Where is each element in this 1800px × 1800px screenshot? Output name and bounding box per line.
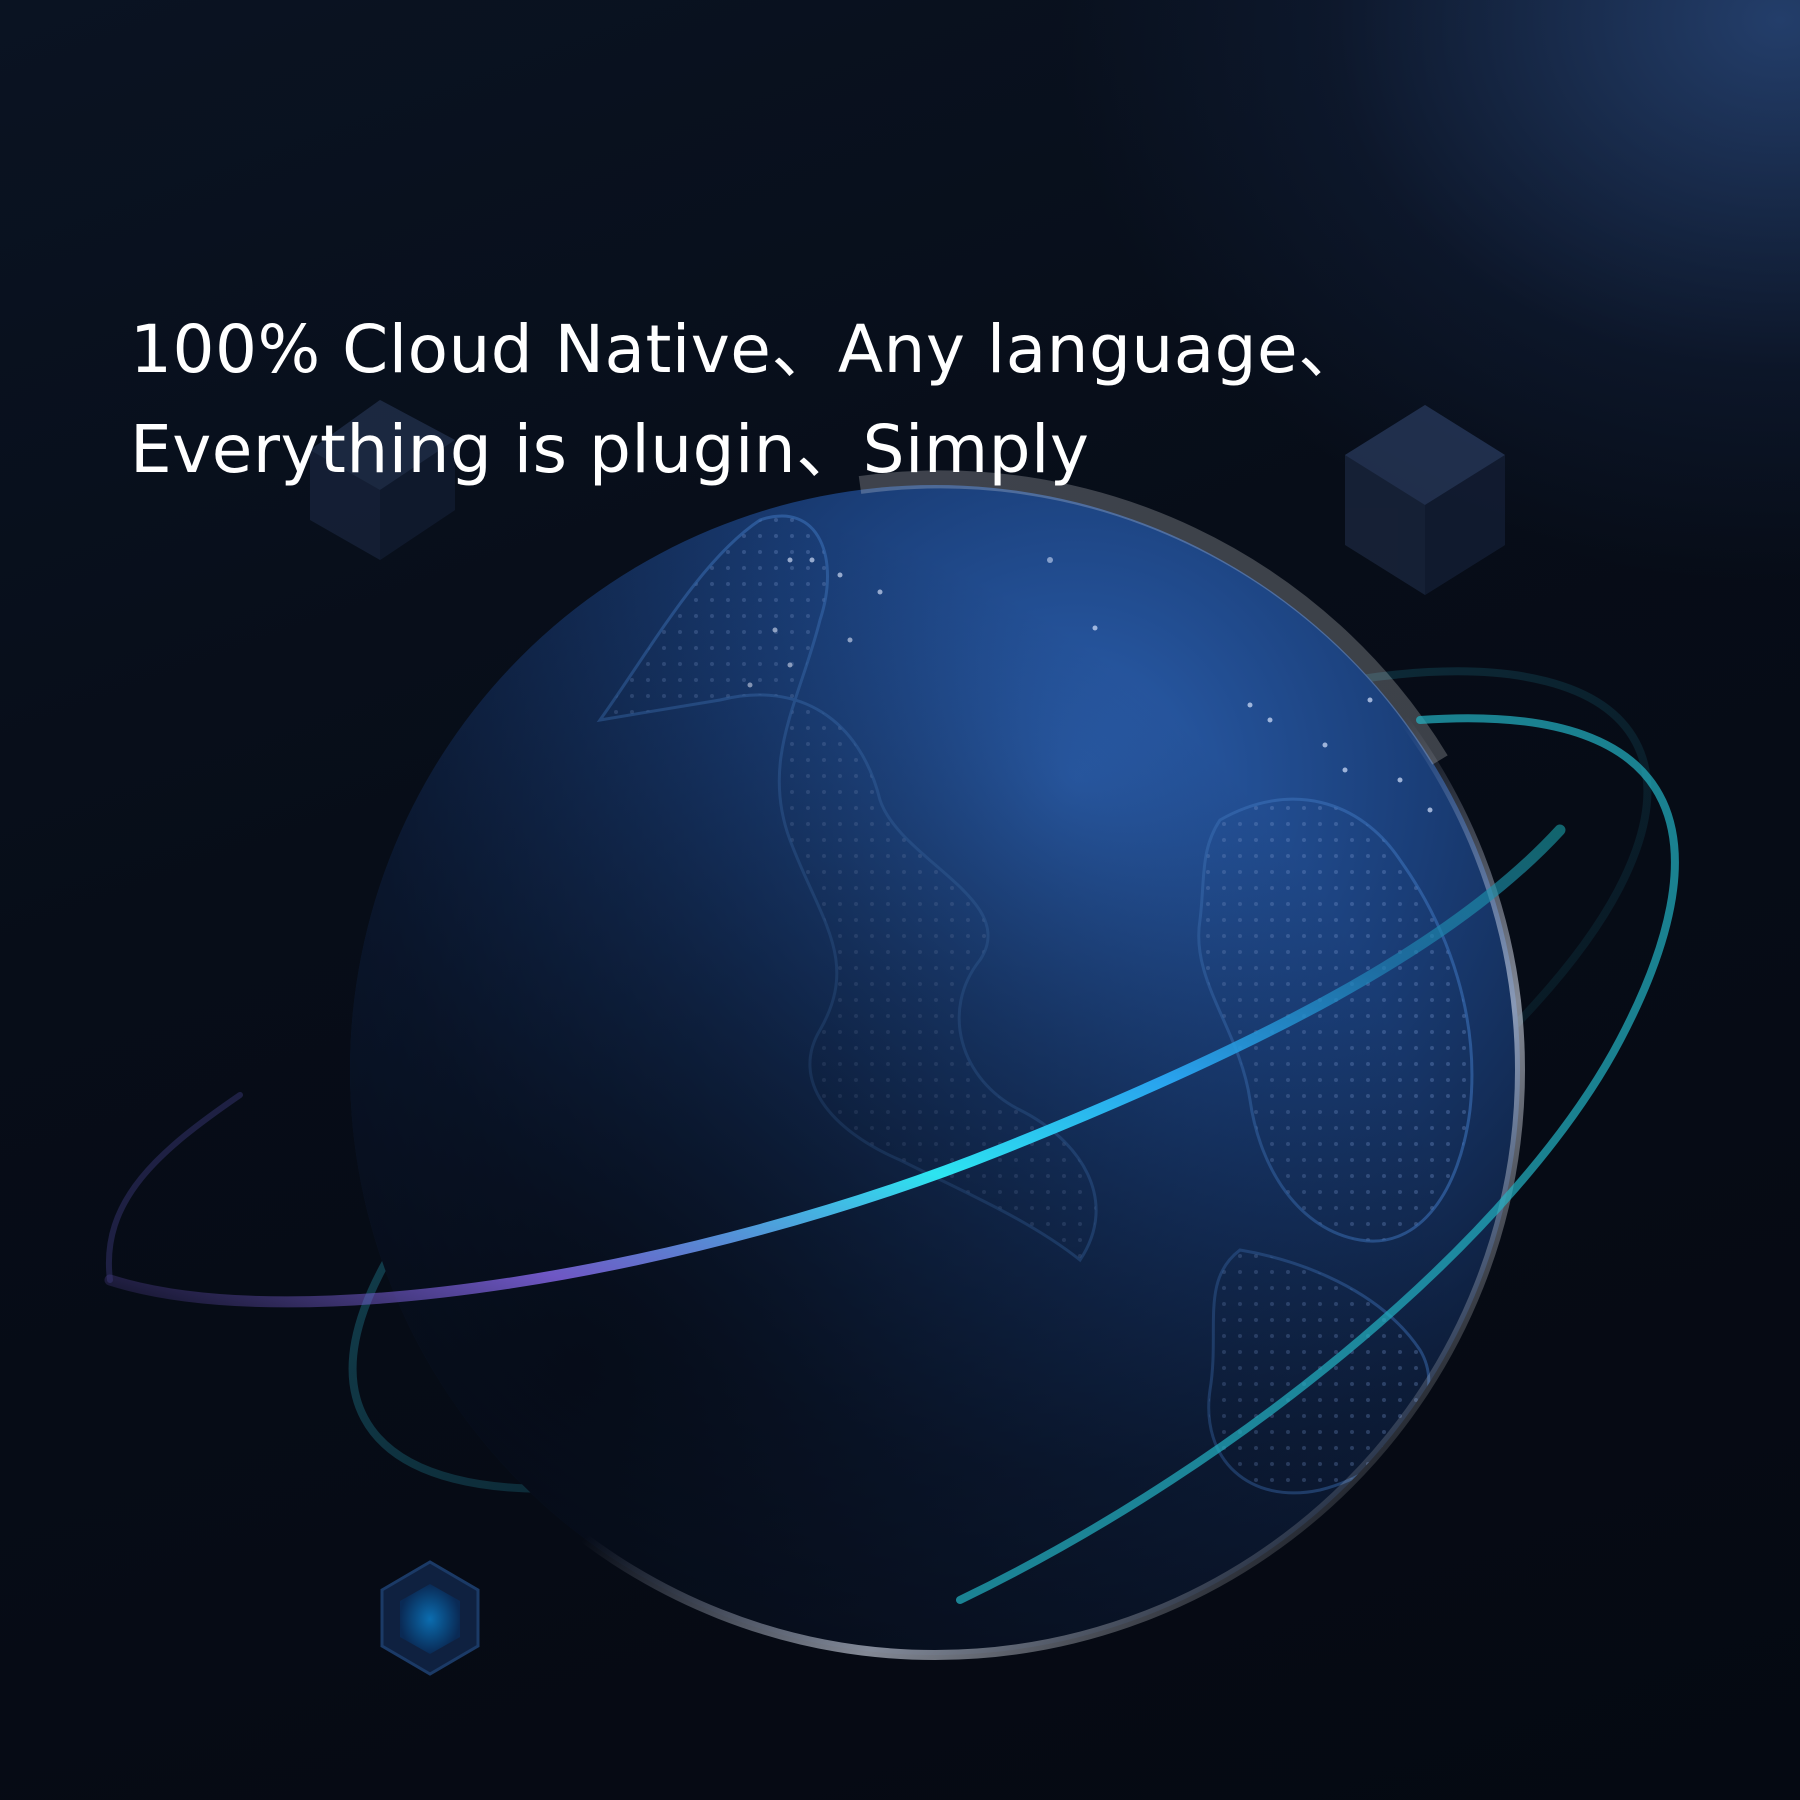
cube-icon-left bbox=[310, 400, 455, 560]
headline-line-2: Everything is plugin、Simply bbox=[130, 411, 1090, 488]
orbit-ring-right bbox=[956, 714, 1679, 1604]
globe-illustration bbox=[345, 470, 1525, 1660]
orbit-ring bbox=[104, 824, 1566, 1308]
orbit-ring-left-tail bbox=[105, 1092, 243, 1283]
cube-icon-right bbox=[1345, 405, 1505, 595]
cube-icon-glow bbox=[380, 1560, 480, 1676]
headline-line-1: 100% Cloud Native、Any language、 bbox=[130, 311, 1365, 388]
headline: 100% Cloud Native、Any language、 Everythi… bbox=[130, 300, 1430, 500]
